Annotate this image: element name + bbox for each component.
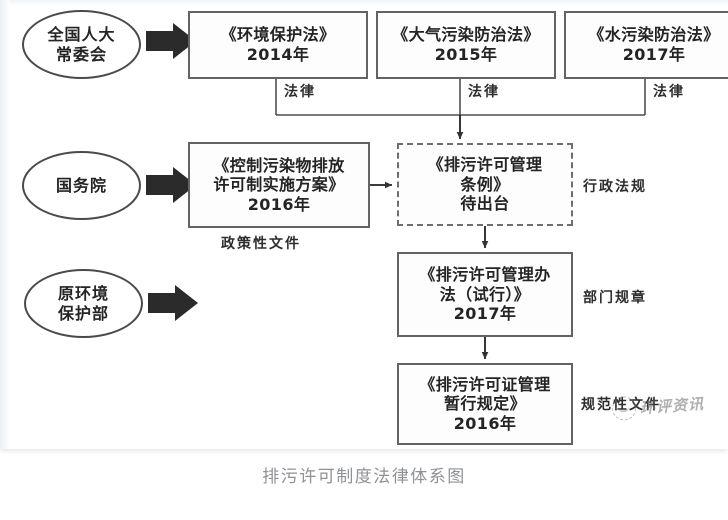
- issuer-former-mep[interactable]: 原环境 保护部: [24, 269, 143, 338]
- dept-rule-title: 《排污许可管理办 法（试行）》: [419, 265, 551, 304]
- issuer-npc-label: 全国人大 常委会: [47, 24, 116, 64]
- figure-caption: 排污许可制度法律体系图: [262, 467, 466, 487]
- tier-label-departmental-rule: 部门规章: [583, 290, 647, 306]
- document-box-interim-provision[interactable]: 《排污许可证管理 暂行规定》 2016年: [397, 363, 573, 445]
- thick-arrow-state-council: [146, 167, 196, 203]
- issuer-state-council[interactable]: 国务院: [22, 151, 141, 220]
- document-box-dept-rule[interactable]: 《排污许可管理办 法（试行）》 2017年: [397, 252, 573, 337]
- law-box-epl[interactable]: 《环境保护法》 2014年: [188, 11, 368, 79]
- interim-provision-title: 《排污许可证管理 暂行规定》: [419, 374, 551, 414]
- connector-layer: [146, 23, 646, 360]
- scan-edge-tint-left: [0, 0, 10, 449]
- diagram-canvas: 全国人大 常委会 国务院 原环境 保护部 《环境保护法》 2014年 《大气污染…: [0, 0, 728, 449]
- law-box-wpcl[interactable]: 《水污染防治法》 2017年: [564, 11, 728, 79]
- tier-label-normative-document: 规范性文件: [581, 397, 661, 413]
- tier-label-law-2: 法律: [468, 84, 500, 100]
- tier-label-law-1: 法律: [284, 84, 316, 100]
- regulation-draft-status: 待出台: [460, 194, 510, 214]
- dept-rule-year: 2017年: [453, 304, 517, 324]
- law-wpcl-title: 《水污染防治法》: [588, 25, 720, 45]
- law-box-apcl[interactable]: 《大气污染防治法》 2015年: [376, 11, 556, 79]
- issuer-npc[interactable]: 全国人大 常委会: [22, 10, 141, 79]
- document-box-policy-plan[interactable]: 《控制污染物排放 许可制实施方案》 2016年: [188, 142, 370, 228]
- document-box-regulation-draft[interactable]: 《排污许可管理 条例》 待出台: [397, 143, 573, 226]
- tier-label-administrative-regulation: 行政法规: [583, 179, 647, 195]
- regulation-draft-title: 《排污许可管理 条例》: [427, 155, 543, 194]
- tier-label-law-3: 法律: [653, 84, 685, 100]
- law-apcl-title: 《大气污染防治法》: [392, 25, 540, 45]
- law-wpcl-year: 2017年: [622, 45, 686, 64]
- tier-label-policy-document: 政策性文件: [221, 236, 301, 252]
- policy-plan-year: 2016年: [247, 194, 311, 214]
- policy-plan-title: 《控制污染物排放 许可制实施方案》: [213, 155, 345, 195]
- law-epl-title: 《环境保护法》: [220, 25, 336, 45]
- issuer-former-mep-label: 原环境 保护部: [57, 283, 109, 323]
- interim-provision-year: 2016年: [453, 413, 517, 433]
- law-bus-connector: [275, 79, 646, 116]
- scan-edge-tint-top: [0, 0, 728, 6]
- law-apcl-year: 2015年: [434, 45, 498, 64]
- thick-arrow-npc: [146, 23, 196, 59]
- thick-arrow-former-mep: [148, 285, 198, 321]
- issuer-state-council-label: 国务院: [55, 175, 107, 195]
- law-epl-year: 2014年: [246, 45, 310, 64]
